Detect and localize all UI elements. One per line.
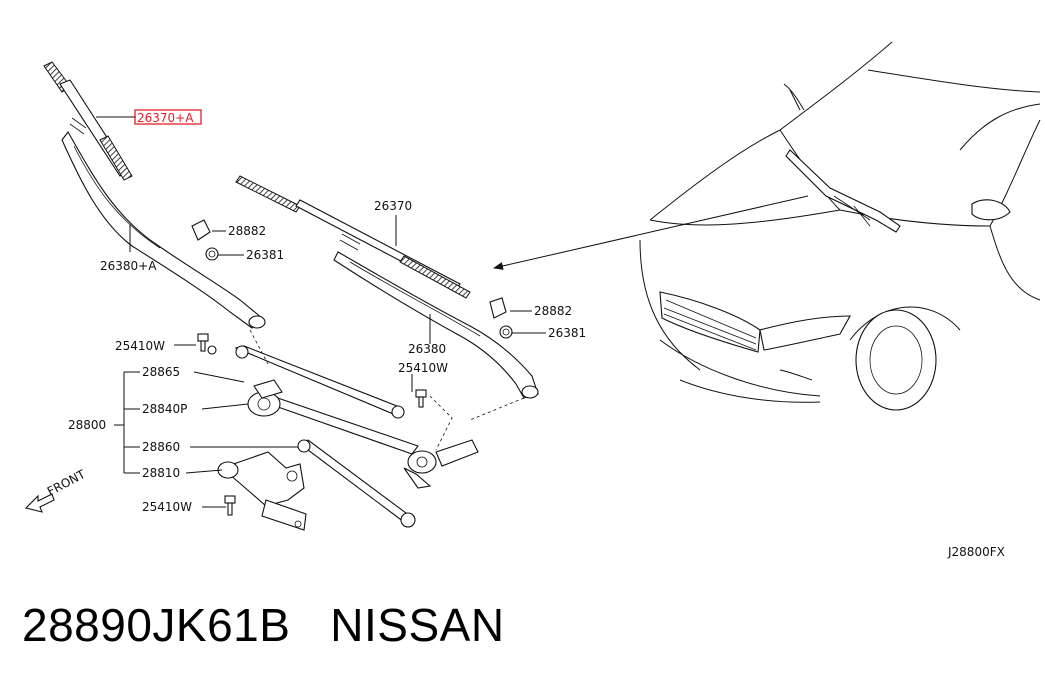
front-indicator: FRONT — [24, 467, 88, 513]
label-nut-lh: 26381 — [548, 326, 586, 340]
part-labels: 26370+A 26370 28882 26381 26380+A 28882 … — [68, 109, 1005, 559]
label-bolt-top: 25410W — [115, 339, 165, 353]
wiper-linkage — [234, 329, 525, 528]
pivot-nut-rh — [205, 247, 219, 261]
label-arm-lh: 26380 — [408, 342, 446, 356]
front-label: FRONT — [45, 467, 88, 499]
pivot-nut-lh — [499, 325, 513, 339]
label-blade-lh: 26370 — [374, 199, 412, 213]
brand-name: NISSAN — [330, 599, 505, 651]
highlight-box — [134, 109, 202, 125]
bolt-bottom — [224, 495, 236, 516]
pivot-cap-rh — [191, 219, 211, 241]
label-arm-rh: 26380+A — [100, 259, 157, 273]
part-caption: 28890JK61B NISSAN — [22, 598, 505, 652]
bolt-top — [197, 333, 217, 355]
wiper-motor — [217, 451, 307, 531]
pivot-cap-lh — [489, 297, 507, 319]
car-location-view — [639, 41, 1041, 411]
label-blade-rh: 26370+A — [137, 111, 194, 125]
wiper-blade-lh — [235, 175, 471, 299]
label-cap-rh: 28882 — [228, 224, 266, 238]
label-pivot: 28840P — [142, 402, 187, 416]
bolt-mid — [415, 389, 427, 408]
label-link-b: 28860 — [142, 440, 180, 454]
label-bolt-mid: 25410W — [398, 361, 448, 375]
label-cap-lh: 28882 — [534, 304, 572, 318]
label-bolt-bottom: 25410W — [142, 500, 192, 514]
label-motor: 28810 — [142, 466, 180, 480]
part-number: 28890JK61B — [22, 599, 291, 651]
location-arrow — [493, 195, 809, 270]
diagram-code: J28800FX — [947, 545, 1005, 559]
wiper-blade-rh — [43, 61, 133, 181]
label-link-a: 28865 — [142, 365, 180, 379]
leader-lines — [96, 116, 546, 508]
label-assembly: 28800 — [68, 418, 106, 432]
wiper-arm-rh — [61, 131, 266, 329]
label-nut-rh: 26381 — [246, 248, 284, 262]
